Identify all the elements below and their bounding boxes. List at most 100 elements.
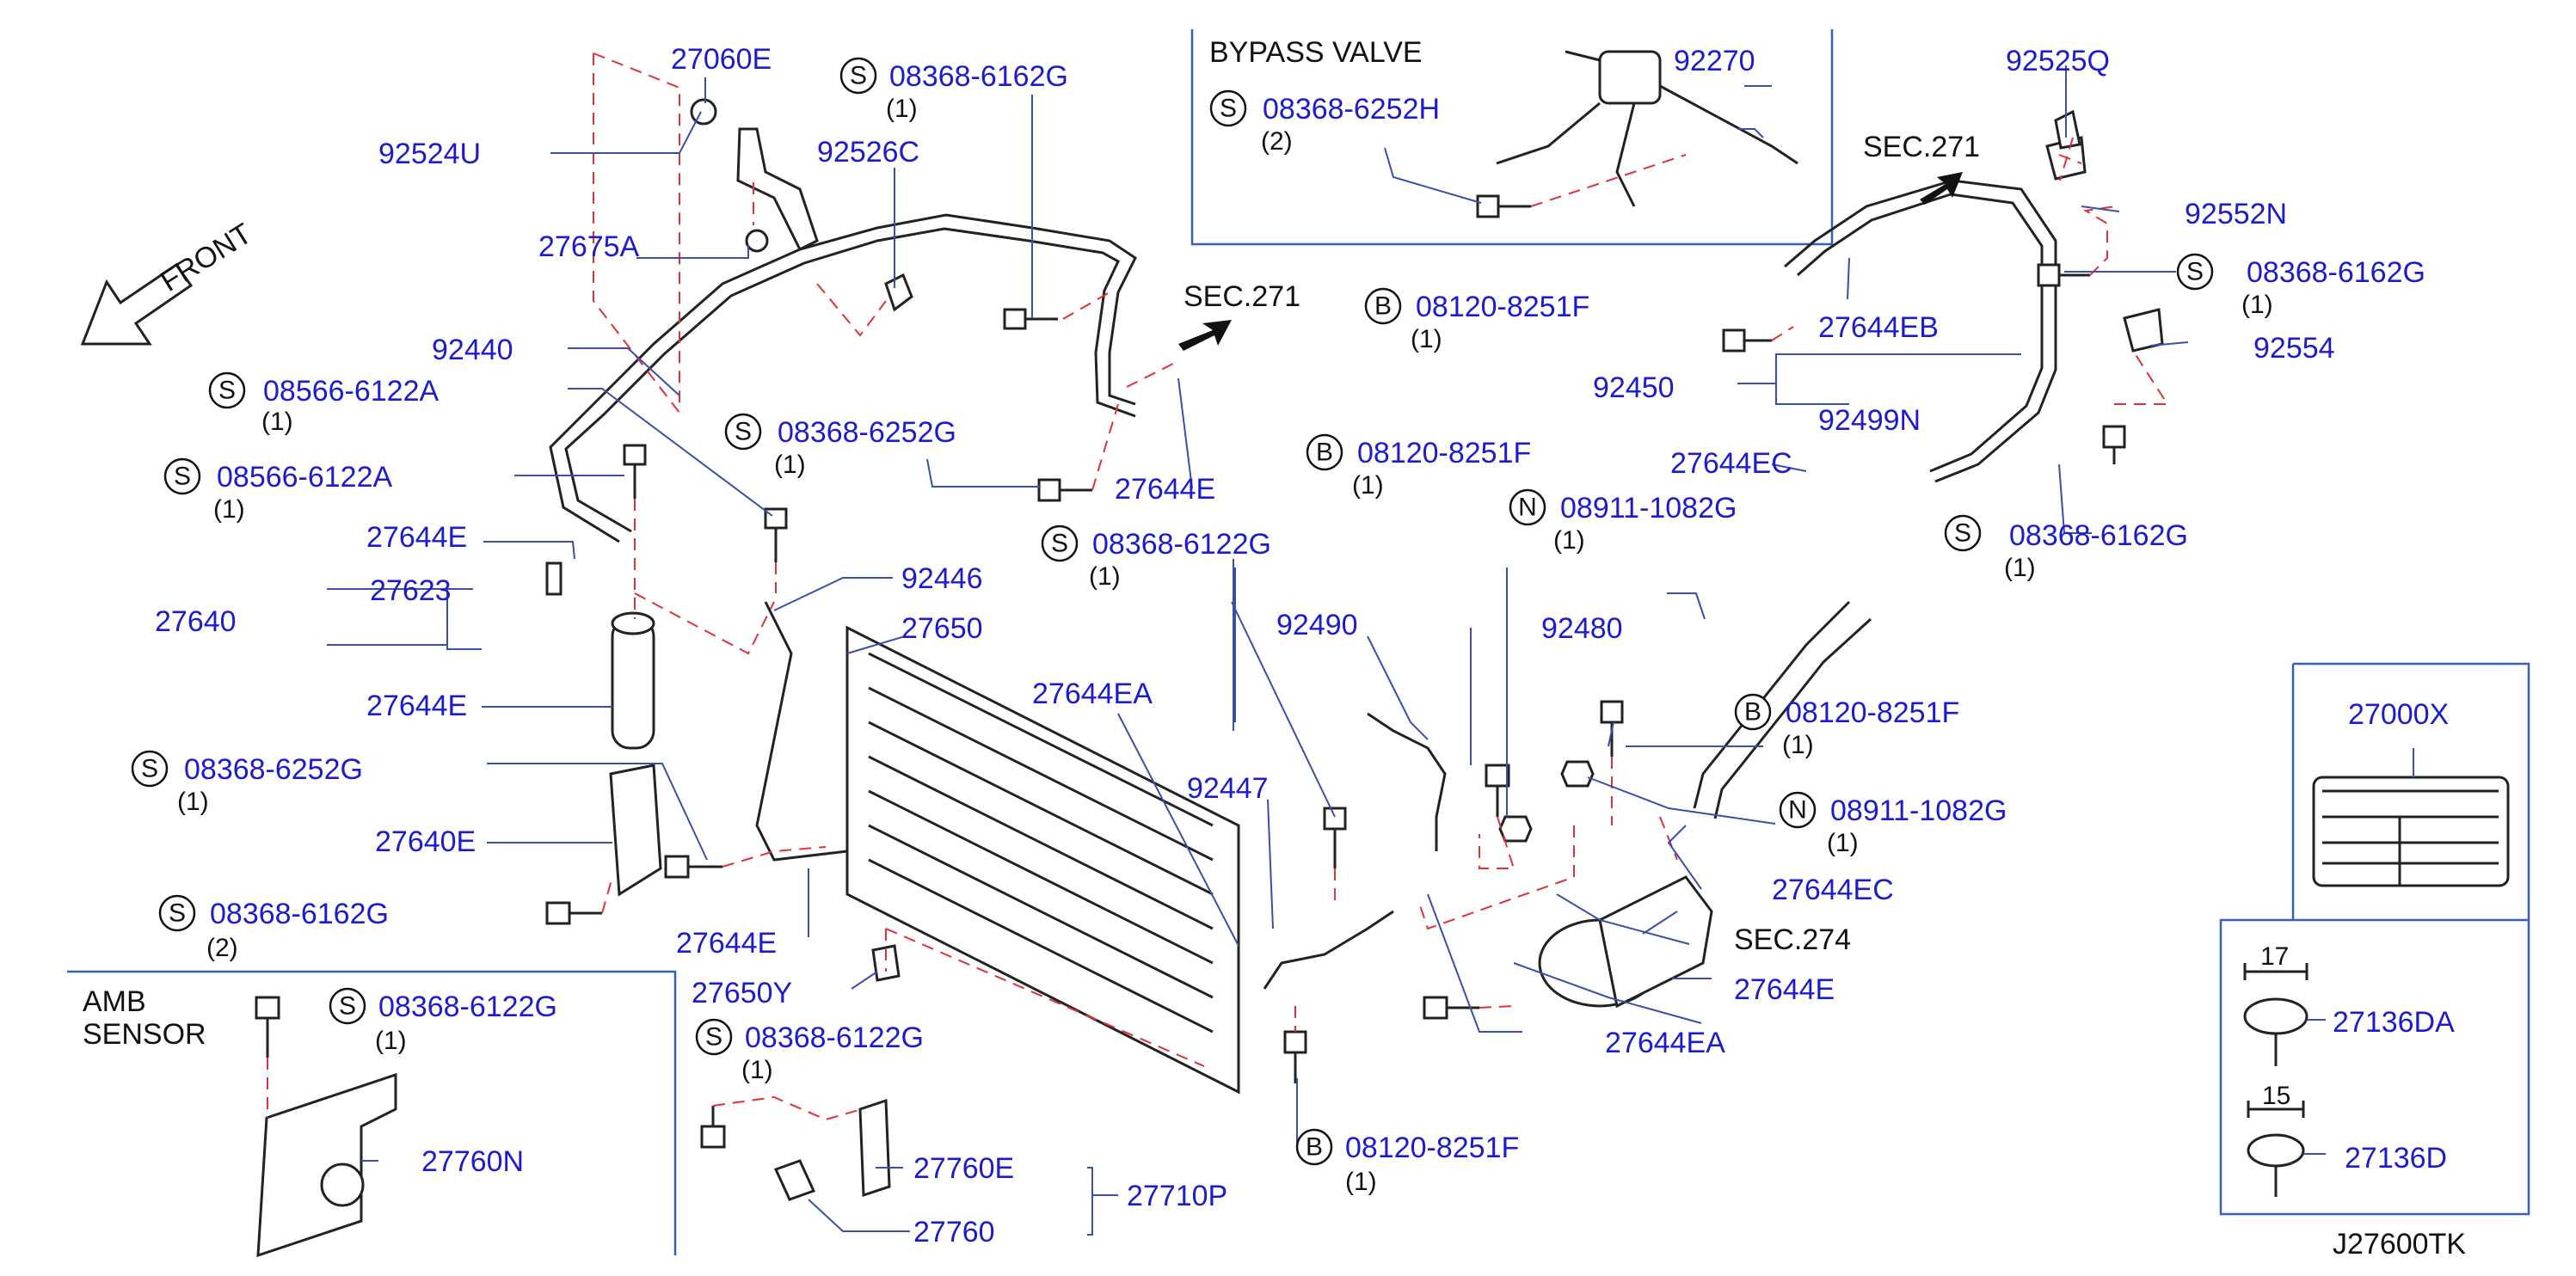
- svg-text:(2): (2): [1261, 127, 1293, 156]
- pipe-92447: [1263, 910, 1394, 990]
- svg-text:(1): (1): [1352, 471, 1384, 500]
- bolt-08120-8251F-a: [1722, 328, 1772, 353]
- b-symbol: B: [1306, 1133, 1323, 1162]
- s-symbol: S: [141, 755, 158, 783]
- label-27644E-a: 27644E: [366, 521, 467, 554]
- bracket-27060E: [736, 127, 819, 252]
- pipe-92450: [1784, 179, 2057, 483]
- label-08368-6252H: 08368-6252H: [1263, 93, 1440, 126]
- label-08120-8251F-bottom: 08120-8251F: [1345, 1132, 1519, 1164]
- b-symbol: B: [1316, 439, 1333, 467]
- amb-title-1: AMB: [83, 985, 146, 1018]
- bolt-08368-6162G-left: [545, 901, 602, 925]
- n-symbol: N: [1788, 796, 1807, 825]
- s-symbol: S: [1051, 530, 1068, 558]
- label-27644EB: 27644EB: [1818, 311, 1939, 344]
- clip-92525Q: [2054, 109, 2081, 150]
- label-08368-6162G-r2: 08368-6162G: [2009, 519, 2188, 552]
- s-symbol: S: [1954, 519, 1971, 548]
- svg-text:(1): (1): [774, 451, 806, 479]
- clip-size-17: 17: [2260, 942, 2289, 971]
- label-92554: 92554: [2253, 332, 2335, 365]
- bolt-08368-6252G-left: [664, 855, 722, 879]
- arrow-sec271-left-icon: [1178, 320, 1232, 351]
- label-92440: 92440: [432, 334, 513, 366]
- s-symbol: S: [339, 992, 356, 1021]
- sec274: SEC.274: [1734, 923, 1851, 956]
- label-27000X: 27000X: [2348, 698, 2449, 731]
- pipe-92440: [549, 213, 1137, 543]
- label-08368-6122G-amb: 08368-6122G: [378, 991, 557, 1023]
- label-92526C: 92526C: [817, 136, 919, 169]
- label-27675A: 27675A: [538, 230, 640, 263]
- s-symbol: S: [850, 62, 867, 90]
- bracket-27640E: [609, 764, 662, 897]
- bolt-08368-6122G-low: [700, 1106, 726, 1149]
- receiver-drier-27640: [611, 611, 655, 750]
- bolt-08120-8251F-bottom: [1283, 1030, 1307, 1083]
- front-arrow-icon: [80, 262, 194, 346]
- s-symbol: S: [2186, 258, 2204, 286]
- label-27710P: 27710P: [1127, 1180, 1227, 1212]
- label-27644E-e: 27644E: [1734, 973, 1835, 1006]
- label-27650Y: 27650Y: [692, 977, 792, 1009]
- amb-title-2: SENSOR: [83, 1018, 206, 1051]
- label-08368-6252G-left: 08368-6252G: [184, 753, 363, 786]
- label-27644E-b: 27644E: [366, 690, 467, 722]
- label-08120-8251F-a: 08120-8251F: [1416, 291, 1589, 323]
- bolt-08368-6252G-mid: [1037, 478, 1092, 502]
- sensor-27623: [545, 561, 563, 596]
- label-08911-1082G-a: 08911-1082G: [1560, 492, 1737, 525]
- label-27640: 27640: [155, 605, 237, 638]
- amb-sensor-27760N: [256, 1072, 397, 1258]
- label-27136D: 27136D: [2345, 1142, 2447, 1175]
- bolt-08368-6162G-r2: [2102, 425, 2126, 464]
- label-27644EA-a: 27644EA: [1032, 678, 1153, 710]
- catalog-code: J27600TK: [2333, 1228, 2466, 1261]
- bolt-08368-6122G-amb: [255, 996, 280, 1058]
- label-92450: 92450: [1593, 371, 1675, 404]
- label-08368-6252G-mid: 08368-6252G: [778, 416, 956, 449]
- label-08566-6122A-b: 08566-6122A: [217, 461, 393, 494]
- s-symbol: S: [705, 1023, 722, 1052]
- label-27000X: [2312, 776, 2510, 887]
- svg-text:(1): (1): [2241, 291, 2273, 319]
- label-92524U: 92524U: [378, 138, 481, 170]
- svg-text:(1): (1): [177, 788, 209, 816]
- hose-92490: [1367, 712, 1447, 851]
- label-27623: 27623: [370, 574, 452, 607]
- s-symbol: S: [218, 377, 236, 405]
- clip-size-15: 15: [2262, 1082, 2290, 1110]
- label-08120-8251F-b: 08120-8251F: [1357, 437, 1531, 469]
- bolt-08368-6162G-top: [1003, 308, 1058, 330]
- sec271-left: SEC.271: [1183, 280, 1300, 313]
- svg-text:(1): (1): [1553, 526, 1585, 555]
- svg-text:(1): (1): [1827, 829, 1859, 857]
- label-27760E: 27760E: [913, 1152, 1014, 1185]
- label-08368-6122G-mid: 08368-6122G: [1092, 528, 1271, 561]
- grommet-27675A: [745, 229, 769, 253]
- nut-08911-1082G-a: [1498, 815, 1533, 843]
- label-27644EC-a: 27644EC: [1670, 447, 1792, 480]
- label-27644E-d: 27644E: [1115, 473, 1215, 506]
- front-label: FRONT: [155, 218, 257, 298]
- label-92270: 92270: [1674, 45, 1755, 77]
- label-92499N: 92499N: [1818, 404, 1921, 437]
- svg-text:(1): (1): [1782, 731, 1814, 759]
- label-27644E-c: 27644E: [676, 927, 777, 960]
- label-08911-1082G-b: 08911-1082G: [1830, 794, 2007, 827]
- clip-92524U: [690, 98, 717, 126]
- sec271-right: SEC.271: [1863, 131, 1980, 163]
- bypass-valve-frame: [1190, 29, 1834, 246]
- compressor-sec274: [1538, 875, 1713, 1009]
- arrow-sec271-right-icon: [1920, 172, 1963, 205]
- label-92447: 92447: [1187, 772, 1269, 805]
- bolt-08368-6252H: [1476, 194, 1531, 218]
- clip-27136D: [2247, 1101, 2305, 1197]
- label-27644EC-b: 27644EC: [1772, 874, 1894, 906]
- label-92446: 92446: [901, 562, 983, 595]
- svg-text:(1): (1): [2004, 554, 2036, 582]
- label-27760N: 27760N: [421, 1145, 524, 1178]
- label-27060E: 27060E: [671, 43, 772, 76]
